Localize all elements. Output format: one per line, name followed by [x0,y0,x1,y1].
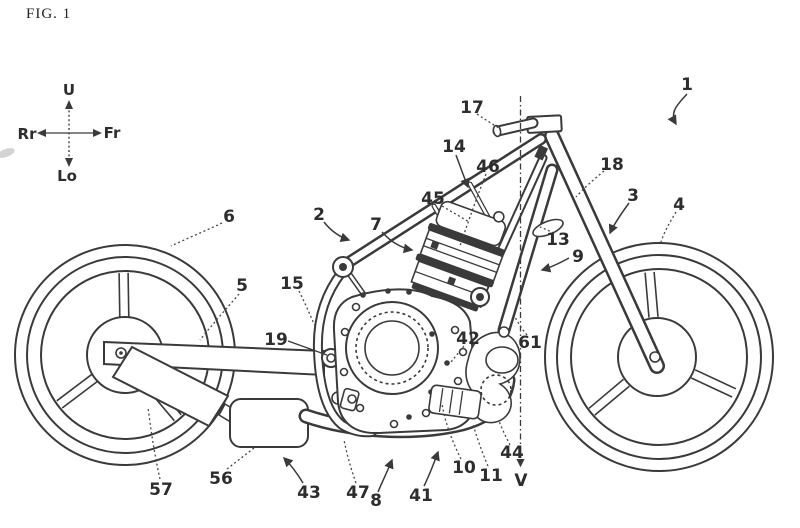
ref-label-18: 18 [600,155,624,175]
ref-label-6: 6 [223,207,235,227]
frame-main-tube [340,133,547,270]
ref-label-15: 15 [280,274,304,294]
side-housing-upper [485,346,519,374]
ref-label-11: 11 [479,466,503,486]
ref-label-19: 19 [264,330,288,350]
ref-label-47: 47 [346,483,370,503]
ref-label-44: 44 [500,443,524,463]
scan-smudge [0,148,15,158]
cylinder-carburetor-stack [410,200,507,312]
fork-crown-wedge [534,144,549,161]
leader-lines [147,93,688,493]
engine-mount-center [476,293,484,301]
side-housing-lower [480,374,512,406]
crankcase-cover [345,301,439,395]
ref-label-V: V [514,471,528,491]
frame-pivot-center [339,263,347,271]
starter-block [428,384,482,420]
ref-label-46: 46 [476,157,500,177]
orientation-compass: U Lo Rr Fr [18,81,121,185]
ref-label-9: 9 [572,247,584,267]
steering-shock-unit [497,163,564,338]
figure-label: FIG. 1 [26,6,71,22]
front-fork [544,128,665,374]
ref-label-2: 2 [313,205,325,225]
compass-down-arrow [65,158,73,167]
rear-axle-center [119,351,123,355]
ref-label-5: 5 [236,276,248,296]
compass-rear-arrow [37,129,46,137]
ref-label-45: 45 [421,189,445,209]
ref-label-17: 17 [460,98,484,118]
ref-label-7: 7 [370,215,382,235]
ref-label-4: 4 [673,195,685,215]
compass-up-label: U [63,81,75,99]
compass-rear-label: Rr [18,125,38,143]
ref-label-57: 57 [149,480,173,500]
silencer-box [229,398,309,448]
ref-label-3: 3 [627,186,639,206]
compass-front-label: Fr [104,124,121,142]
front-axle [649,351,661,363]
ref-label-41: 41 [409,486,433,506]
ref-label-42: 42 [456,329,480,349]
ref-label-10: 10 [452,458,476,478]
compass-down-label: Lo [57,167,77,185]
ref-label-1: 1 [681,75,693,95]
compass-up-arrow [65,100,73,109]
compass-front-arrow [93,129,102,137]
ref-label-61: 61 [518,333,542,353]
front-wheel-spokes [588,271,737,416]
frame-downtube [312,267,377,438]
footpeg-bolt [347,394,357,404]
ref-label-56: 56 [209,469,233,489]
ref-label-14: 14 [442,137,466,157]
handlebar [492,117,539,138]
ref-label-8: 8 [370,491,382,511]
rear-shock [111,345,230,428]
ref-label-43: 43 [297,483,321,503]
ref-label-13: 13 [546,230,570,250]
